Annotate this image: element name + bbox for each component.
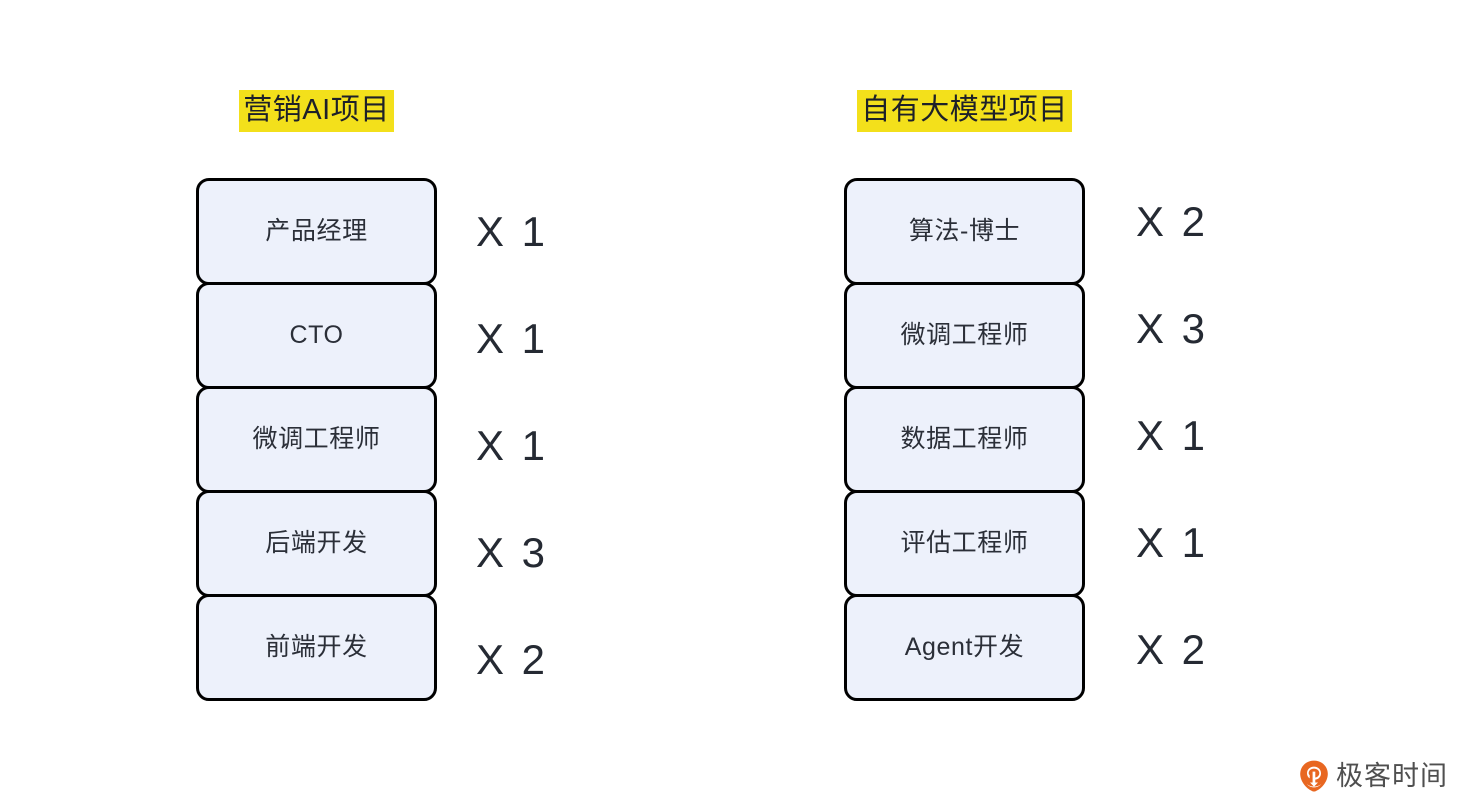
role-box[interactable]: CTO — [196, 282, 437, 389]
role-box[interactable]: 产品经理 — [196, 178, 437, 285]
role-label: Agent开发 — [904, 633, 1025, 661]
role-count: X 2 — [1136, 197, 1209, 245]
role-count-row: X 3 — [476, 499, 626, 606]
role-count-row: X 1 — [1136, 382, 1286, 489]
role-count: X 1 — [476, 421, 549, 469]
role-label: 算法-博士 — [908, 217, 1021, 245]
role-box[interactable]: 数据工程师 — [844, 386, 1085, 493]
role-box[interactable]: 评估工程师 — [844, 490, 1085, 597]
column-title-wrapper: 自有大模型项目 — [844, 90, 1085, 133]
role-label: 微调工程师 — [900, 321, 1029, 349]
role-count: X 3 — [1136, 304, 1209, 352]
role-box[interactable]: Agent开发 — [844, 594, 1085, 701]
role-count: X 1 — [1136, 518, 1209, 566]
role-label: 后端开发 — [265, 529, 368, 557]
watermark: 极客时间 — [1299, 760, 1448, 792]
role-label: 数据工程师 — [900, 425, 1029, 453]
role-count: X 2 — [1136, 625, 1209, 673]
role-box[interactable]: 后端开发 — [196, 490, 437, 597]
role-box[interactable]: 微调工程师 — [844, 282, 1085, 389]
geektime-logo-icon — [1300, 760, 1328, 792]
role-count: X 1 — [1136, 411, 1209, 459]
role-count: X 3 — [476, 528, 549, 576]
role-box[interactable]: 微调工程师 — [196, 386, 437, 493]
role-count-row: X 1 — [476, 392, 626, 499]
role-label: CTO — [289, 321, 344, 349]
role-label: 微调工程师 — [252, 425, 381, 453]
column-title-marketing-ai: 营销AI项目 — [239, 90, 394, 133]
role-count-row: X 1 — [476, 285, 626, 392]
role-box-stack-marketing-ai: 产品经理 CTO 微调工程师 后端开发 前端开发 — [196, 178, 437, 701]
role-count-row: X 1 — [1136, 489, 1286, 596]
role-label: 评估工程师 — [900, 529, 1029, 557]
role-count: X 1 — [476, 314, 549, 362]
role-box[interactable]: 算法-博士 — [844, 178, 1085, 285]
column-title-wrapper: 营销AI项目 — [196, 90, 437, 133]
role-count-row: X 1 — [476, 178, 626, 285]
role-count-row: X 2 — [1136, 168, 1286, 275]
role-count-row: X 2 — [1136, 596, 1286, 703]
watermark-text: 极客时间 — [1336, 760, 1448, 791]
role-count-row: X 2 — [476, 606, 626, 713]
role-count-list-marketing-ai: X 1 X 1 X 1 X 3 X 2 — [476, 178, 626, 713]
column-title-own-llm: 自有大模型项目 — [857, 90, 1072, 133]
role-count: X 2 — [476, 635, 549, 683]
role-count-list-own-llm: X 2 X 3 X 1 X 1 X 2 — [1136, 168, 1286, 703]
role-box[interactable]: 前端开发 — [196, 594, 437, 701]
role-label: 产品经理 — [265, 217, 368, 245]
role-label: 前端开发 — [265, 633, 368, 661]
role-count: X 1 — [476, 207, 549, 255]
role-box-stack-own-llm: 算法-博士 微调工程师 数据工程师 评估工程师 Agent开发 — [844, 178, 1085, 701]
role-count-row: X 3 — [1136, 275, 1286, 382]
